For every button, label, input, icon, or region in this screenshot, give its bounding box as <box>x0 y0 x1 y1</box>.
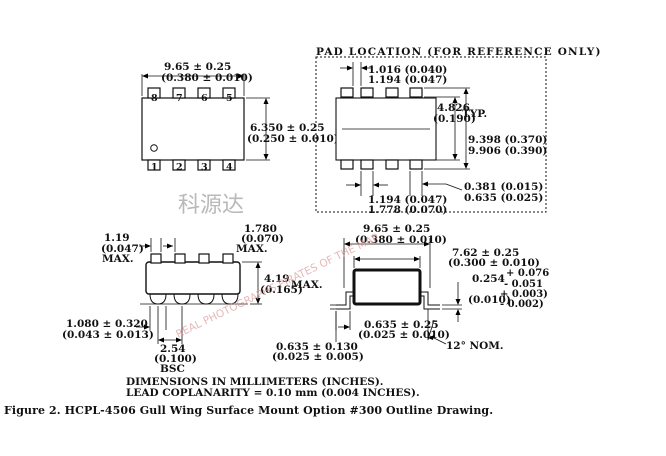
pin-number: 6 <box>201 93 208 104</box>
package-body-end <box>352 268 422 306</box>
dim-end-width-in: (0.380 ± 0.010) <box>355 234 447 246</box>
dim-overall-2: 9.906 (0.390) <box>468 145 547 157</box>
note-dimensions: DIMENSIONS IN MILLIMETERS (INCHES). <box>126 376 383 388</box>
dim-lead-1-max: MAX. <box>102 253 134 265</box>
dim-body-length: 6.350 ± 0.25 <box>250 122 325 134</box>
dim-pad-gap-top: 1.016 (0.040) <box>368 64 447 76</box>
pin-number: 8 <box>151 93 158 104</box>
dim-lead-2-in: (0.070) <box>241 233 284 245</box>
dim-typ-in: (0.190) <box>433 113 476 125</box>
dim-lead-2: 1.780 <box>244 223 277 235</box>
dim-standoff-in: (0.010) <box>468 294 511 306</box>
dim-standoff-in-tol-2: - 0.002) <box>500 299 544 310</box>
dim-typ: 4.826 <box>437 102 470 114</box>
pin-number: 2 <box>176 162 183 173</box>
pin-number: 3 <box>201 162 208 173</box>
pin-number: 4 <box>226 162 233 173</box>
dim-typ-label: TYP. <box>462 108 487 120</box>
dim-standoff: 0.254 <box>472 273 505 285</box>
dim-overall-1: 9.398 (0.370) <box>468 134 547 146</box>
dim-pad-width-1: 0.381 (0.015) <box>464 181 543 193</box>
package-body-side <box>145 261 241 295</box>
dim-end-width: 9.65 ± 0.25 <box>363 223 430 235</box>
dim-height: 4.19 <box>264 273 290 285</box>
top-view: 8 7 6 5 1 2 3 4 9.65 ± 0.25 (0.380 ± 0.0… <box>141 61 339 173</box>
dim-body-width-in: (0.380 ± 0.010) <box>161 72 253 84</box>
dim-span-in: (0.300 ± 0.010) <box>448 257 540 269</box>
dim-foot-1-in: (0.043 ± 0.013) <box>62 329 154 341</box>
dim-standoff-tol-1: + 0.076 <box>506 268 549 279</box>
dim-body-length-in: (0.250 ± 0.010) <box>247 133 339 145</box>
dim-pad-pitch-bottom-2: 1.778 (0.070) <box>368 204 447 216</box>
package-body-top <box>141 97 245 161</box>
pin-number: 5 <box>226 93 233 104</box>
dim-pitch: 2.54 <box>160 343 186 355</box>
dim-foot-1: 1.080 ± 0.320 <box>66 318 148 330</box>
dim-angle: 12° NOM. <box>446 340 504 352</box>
pin1-marker <box>150 144 158 152</box>
dim-lead-thickness: 0.635 ± 0.130 <box>276 341 358 353</box>
dim-span: 7.62 ± 0.25 <box>452 247 519 259</box>
dim-standoff-tol-2: - 0.051 <box>504 279 543 290</box>
watermark-chinese: 科源达 <box>178 193 244 218</box>
pin-number: 7 <box>176 93 183 104</box>
dim-pad-pitch-bottom: 1.194 (0.047) <box>368 194 447 206</box>
pad-location-title: PAD LOCATION (FOR REFERENCE ONLY) <box>316 46 602 58</box>
dim-body-width: 9.65 ± 0.25 <box>164 61 231 73</box>
dim-pad-width-2: 0.635 (0.025) <box>464 192 543 204</box>
side-view: 1.19 (0.047) MAX. 1.780 (0.070) MAX. 4.1… <box>62 223 323 375</box>
dim-pitch-bsc: BSC <box>160 363 185 375</box>
note-coplanarity: LEAD COPLANARITY = 0.10 mm (0.004 INCHES… <box>126 387 420 399</box>
dim-pad-gap-top-2: 1.194 (0.047) <box>368 74 447 86</box>
dim-foot: 0.635 ± 0.25 <box>364 319 439 331</box>
pad-location-view: PAD LOCATION (FOR REFERENCE ONLY) 1.016 … <box>315 46 602 216</box>
end-view: 9.65 ± 0.25 (0.380 ± 0.010) 7.62 ± 0.25 … <box>272 223 549 363</box>
dim-lead-2-max: MAX. <box>236 243 268 255</box>
pin-number: 1 <box>151 162 158 173</box>
reference-frame <box>315 56 547 213</box>
dim-lead-1-in: (0.047) <box>101 243 144 255</box>
dim-standoff-in-tol-1: + 0.003) <box>500 289 548 300</box>
figure-caption: Figure 2. HCPL-4506 Gull Wing Surface Mo… <box>4 404 494 417</box>
dim-lead-thickness-in: (0.025 ± 0.005) <box>272 351 364 363</box>
dim-lead-1: 1.19 <box>104 232 130 244</box>
dim-height-max: MAX. <box>291 279 323 291</box>
dim-height-in: (0.165) <box>260 284 303 296</box>
dim-foot-in: (0.025 ± 0.010) <box>358 329 450 341</box>
dim-pitch-in: (0.100) <box>154 353 197 365</box>
